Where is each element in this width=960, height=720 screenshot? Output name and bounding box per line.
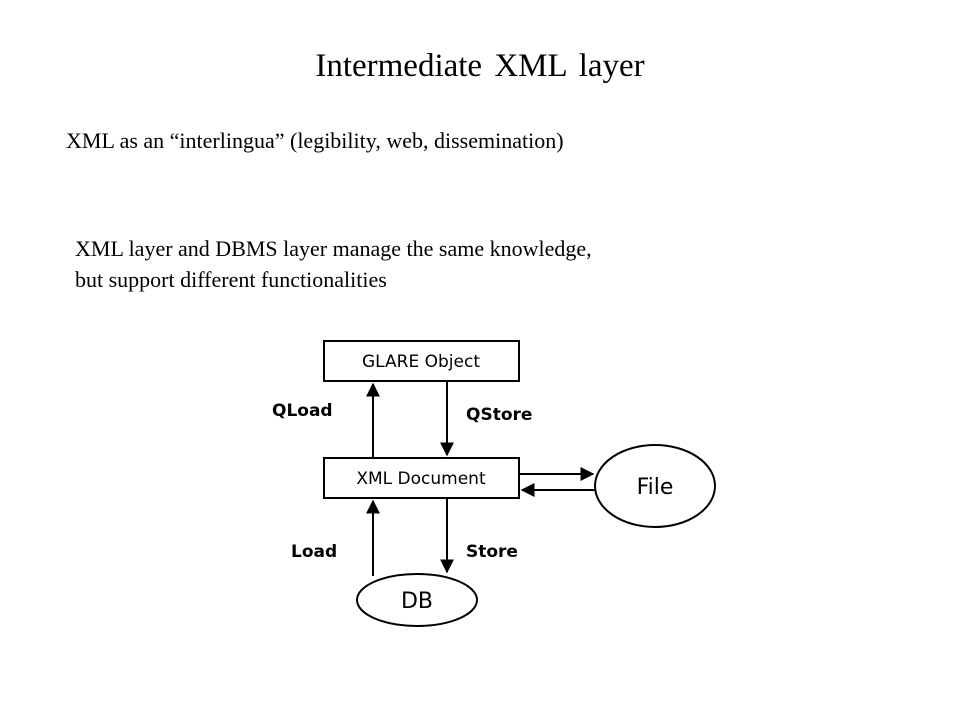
point-layers-line-1: XML layer and DBMS layer manage the same…: [75, 236, 592, 261]
load-label: Load: [291, 542, 337, 562]
file-label: File: [637, 475, 674, 500]
xml-document-label: XML Document: [356, 469, 486, 489]
store-label: Store: [466, 542, 518, 562]
file-node: File: [594, 444, 716, 528]
point-layers: XML layer and DBMS layer manage the same…: [75, 233, 592, 295]
glare-object-label: GLARE Object: [362, 352, 480, 372]
point-layers-line-2: but support different functionalities: [75, 267, 387, 292]
point-interlingua: XML as an “interlingua” (legibility, web…: [66, 128, 564, 153]
db-node: DB: [356, 573, 478, 627]
qload-label: QLoad: [272, 401, 333, 421]
xml-document-node: XML Document: [323, 457, 520, 499]
qstore-label: QStore: [466, 405, 532, 425]
glare-object-node: GLARE Object: [323, 340, 520, 382]
slide-title: Intermediate XML layer: [315, 48, 645, 84]
db-label: DB: [401, 589, 433, 614]
